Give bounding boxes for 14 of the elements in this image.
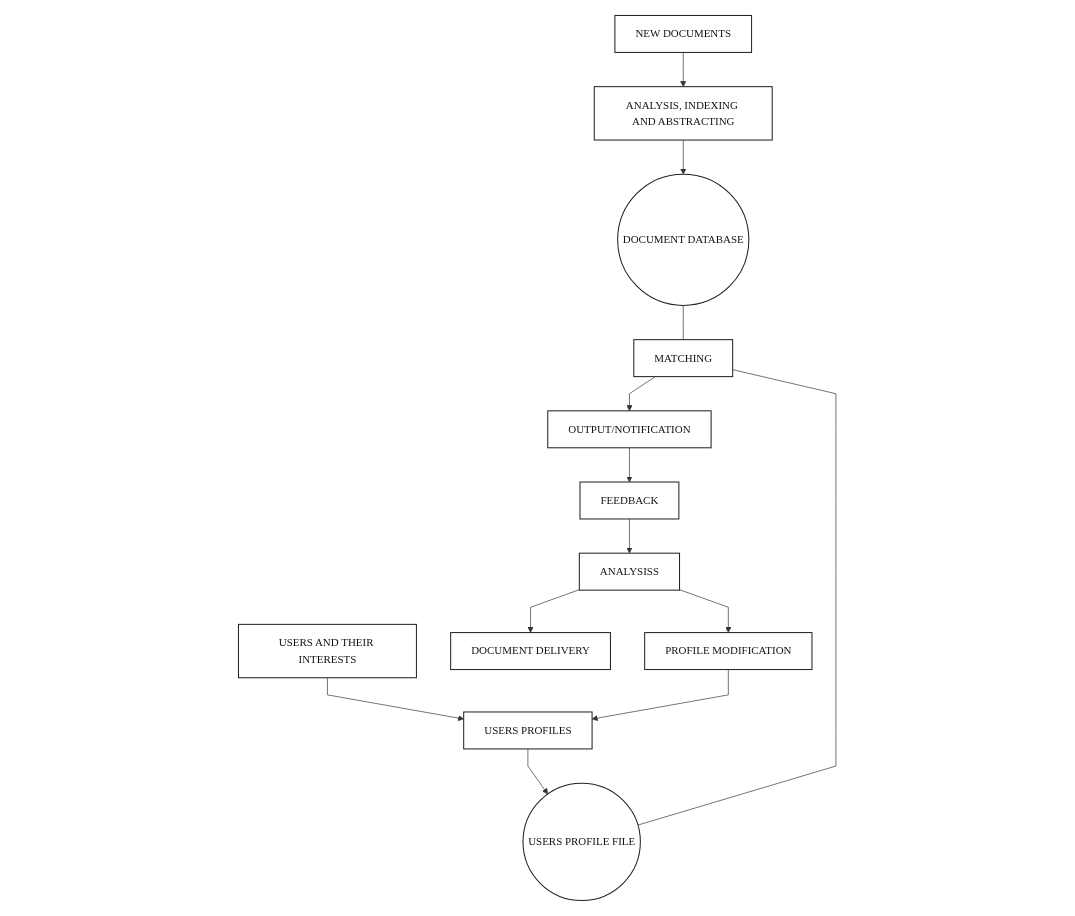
connector xyxy=(683,305,684,340)
node-box: PROFILE MODIFICATION xyxy=(644,632,813,671)
node-box: ANALYSISS xyxy=(579,552,681,591)
node-box: USERS AND THEIR INTERESTS xyxy=(238,623,418,679)
node-box: FEEDBACK xyxy=(579,481,680,520)
connector xyxy=(637,369,837,826)
node-box: MATCHING xyxy=(633,339,734,378)
node-circle: USERS PROFILE FILE xyxy=(522,782,642,902)
node-box: OUTPUT/NOTIFICATION xyxy=(547,410,712,449)
node-box: NEW DOCUMENTS xyxy=(614,14,753,53)
node-box: DOCUMENT DELIVERY xyxy=(450,632,612,671)
node-circle: DOCUMENT DATABASE xyxy=(617,173,750,306)
node-box: ANALYSIS, INDEXING AND ABSTRACTING xyxy=(594,86,774,141)
node-box: USERS PROFILES xyxy=(463,711,593,750)
